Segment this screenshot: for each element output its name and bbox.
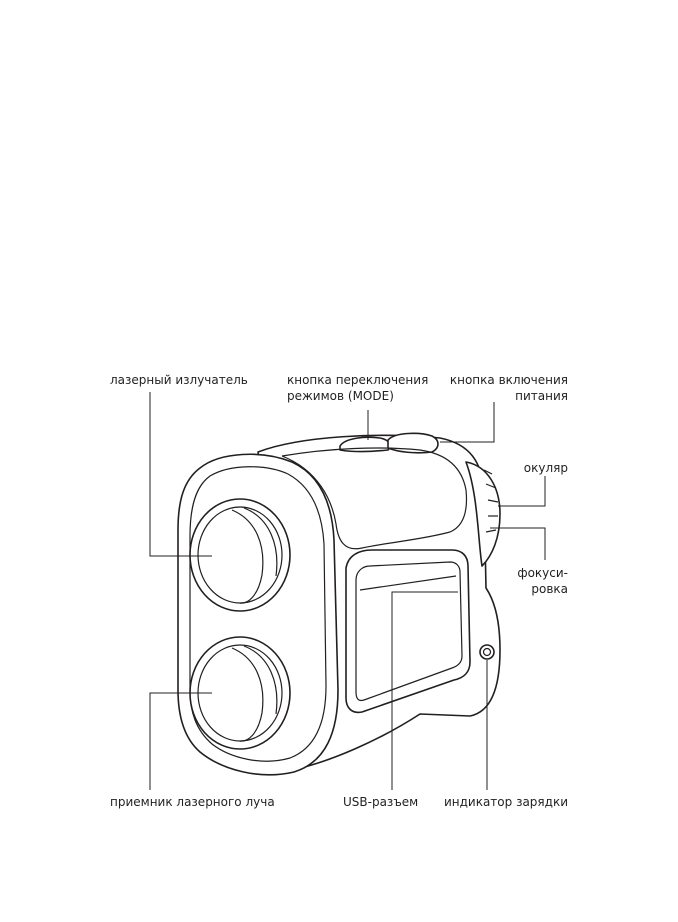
label-focus: фокуси- ровка bbox=[517, 566, 568, 596]
upper-lens-outer bbox=[189, 498, 291, 612]
label-laser-receiver: приемник лазерного луча bbox=[110, 795, 275, 809]
label-laser-emitter: лазерный излучатель bbox=[110, 373, 248, 387]
charge-indicator-shape bbox=[479, 644, 495, 660]
leader-laser-emitter bbox=[149, 392, 212, 557]
screen bbox=[355, 561, 463, 702]
upper-shell bbox=[281, 447, 468, 550]
label-usb-port: USB-разъем bbox=[343, 795, 419, 809]
leader-laser-receiver bbox=[149, 692, 212, 790]
label-mode-button: кнопка переключения режимов (MODE) bbox=[287, 373, 429, 403]
label-power-button: кнопка включения питания bbox=[449, 373, 568, 403]
front-rim bbox=[189, 466, 327, 762]
leader-usb-port bbox=[391, 591, 458, 790]
leader-power-button bbox=[440, 402, 495, 443]
screen-frame bbox=[345, 549, 471, 714]
label-eyepiece: окуляр bbox=[523, 461, 568, 475]
leader-eyepiece bbox=[498, 476, 546, 507]
leader-focus bbox=[490, 527, 546, 560]
label-charge-indicator: индикатор зарядки bbox=[443, 795, 568, 809]
eyepiece-shape bbox=[465, 461, 501, 567]
